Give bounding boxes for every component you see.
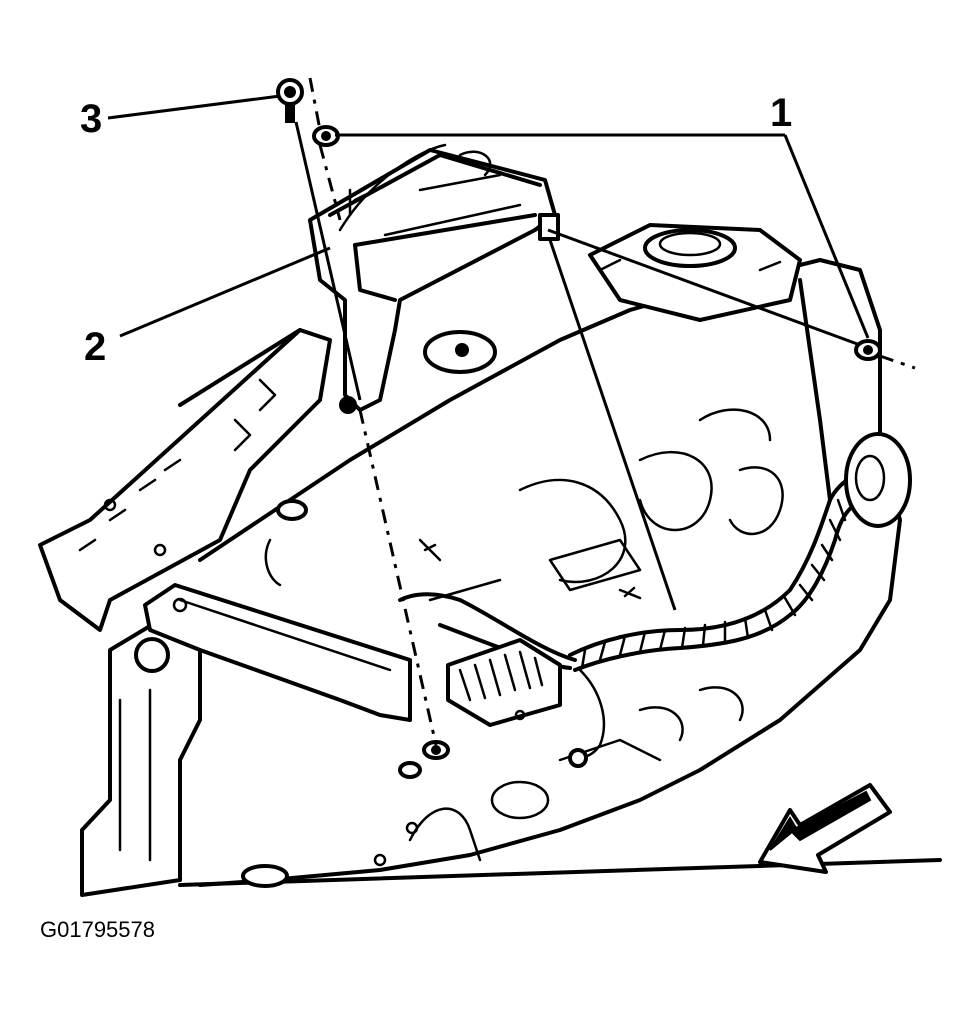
callout-3: 3 (80, 97, 102, 141)
fasteners (276, 78, 882, 361)
callout-leaders (107, 94, 870, 339)
front-direction-arrow-icon (758, 783, 892, 874)
installation-lines (294, 77, 916, 746)
callout-2: 2 (84, 325, 106, 369)
figure-id: G01795578 (40, 917, 155, 942)
callout-labels: 3 1 2 (80, 91, 792, 369)
module-bracket (308, 143, 560, 414)
wiring-harness (398, 432, 912, 768)
callout-1: 1 (770, 91, 792, 135)
